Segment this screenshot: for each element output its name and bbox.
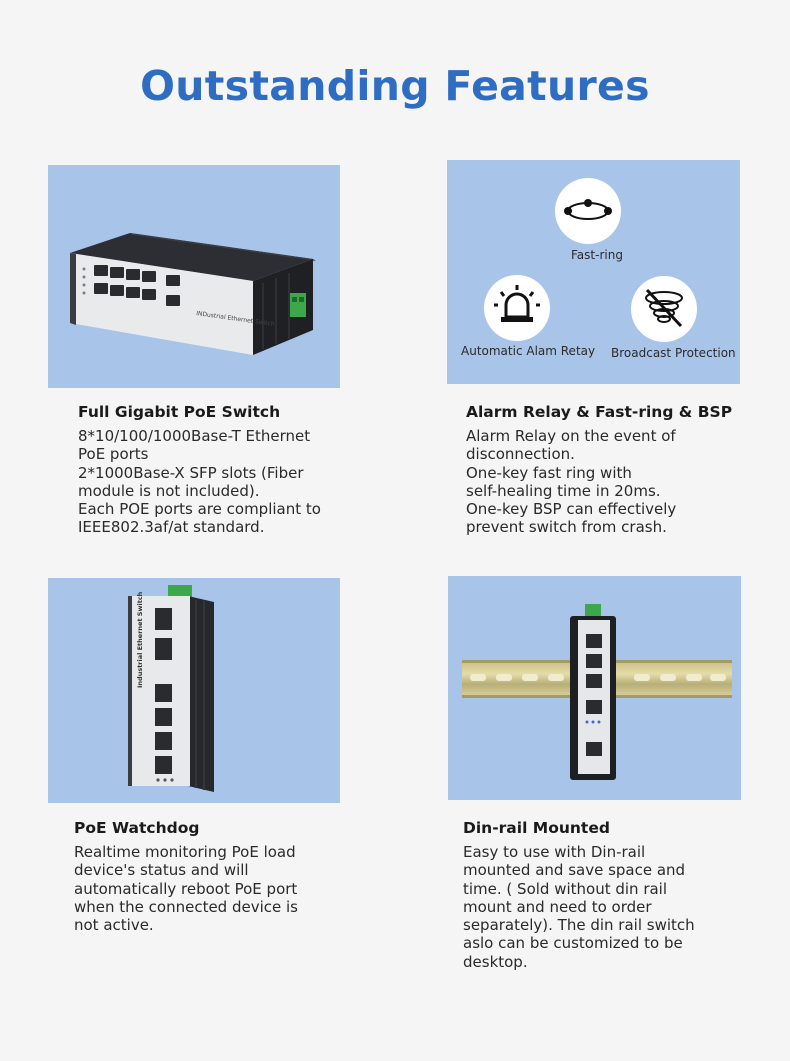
feature-heading: PoE Watchdog <box>74 819 200 837</box>
feature-heading: Alarm Relay & Fast-ring & BSP <box>466 403 733 421</box>
fast-ring-icon <box>555 178 621 244</box>
feature-body: Alarm Relay on the event of disconnectio… <box>466 427 677 537</box>
feature-body: Realtime monitoring PoE load device's st… <box>74 843 298 935</box>
page-title: Outstanding Features <box>140 62 650 110</box>
poe-watchdog-image: Industrial Ethernet Switch <box>48 578 340 803</box>
feature-card-poe-watchdog: PoE Watchdog Realtime monitoring PoE loa… <box>74 819 374 934</box>
alarm-label: Automatic Alam Retay <box>461 344 596 358</box>
device-label: Industrial Ethernet Switch <box>136 591 144 688</box>
feature-card-alarm-relay: Alarm Relay & Fast-ring & BSP Alarm Rela… <box>466 403 766 537</box>
feature-heading: Full Gigabit PoE Switch <box>78 403 281 421</box>
feature-body: 8*10/100/1000Base-T Ethernet PoE ports 2… <box>78 427 321 537</box>
broadcast-protection-icon <box>631 276 697 342</box>
feature-card-poe-switch: Full Gigabit PoE Switch 8*10/100/1000Bas… <box>78 403 378 537</box>
alarm-features-image: Fast-ring Automatic Alam Retay Broadcast… <box>447 160 740 384</box>
poe-switch-image: INDustrial Ethernet Switch <box>48 165 340 388</box>
fast-ring-label: Fast-ring <box>571 248 623 262</box>
broadcast-protection-label: Broadcast Protection <box>611 346 736 360</box>
alarm-icon <box>484 275 550 341</box>
feature-card-din-rail: Din-rail Mounted Easy to use with Din-ra… <box>463 819 763 971</box>
feature-heading: Din-rail Mounted <box>463 819 610 837</box>
din-rail-image <box>448 576 741 800</box>
feature-body: Easy to use with Din-rail mounted and sa… <box>463 843 695 971</box>
